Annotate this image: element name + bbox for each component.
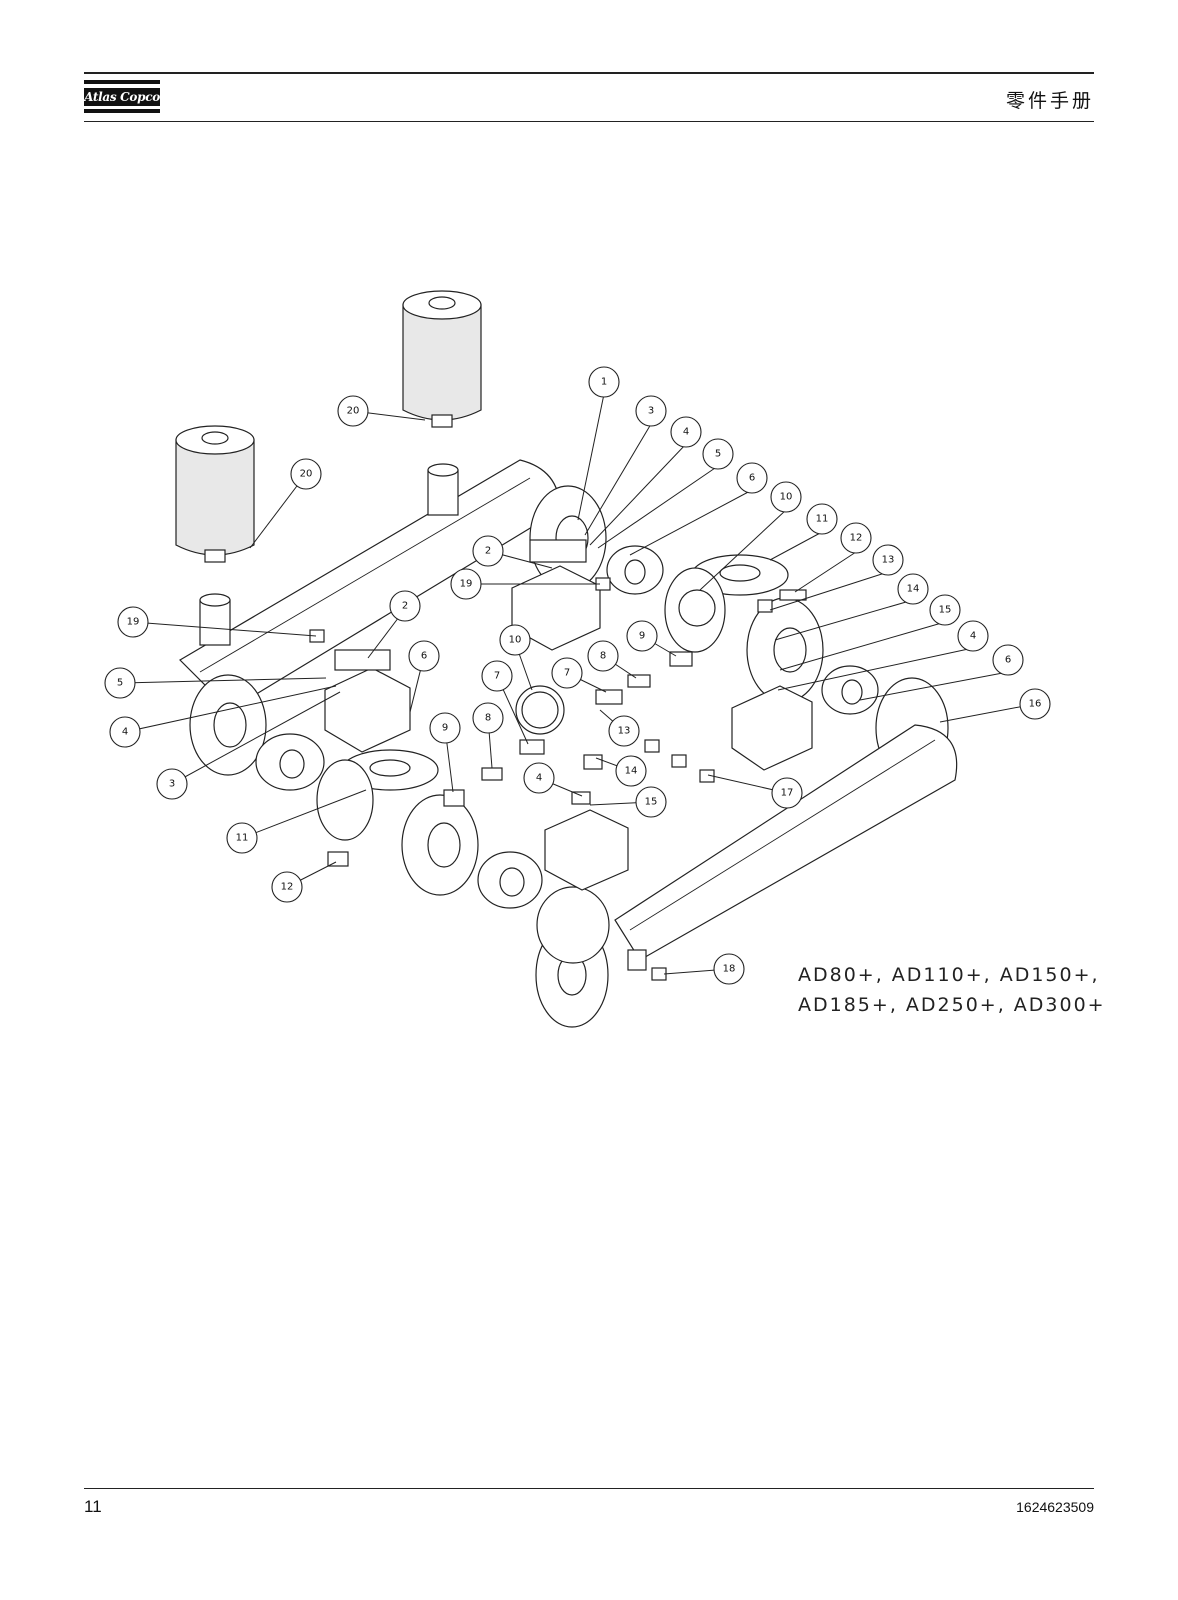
callout-5b: 5 — [104, 667, 136, 699]
model-list: AD80+, AD110+, AD150+, AD185+, AD250+, A… — [798, 960, 1106, 1020]
callout-19b: 19 — [117, 606, 149, 638]
footer-rule — [84, 1488, 1094, 1489]
svg-text:7: 7 — [494, 671, 500, 682]
svg-text:4: 4 — [683, 427, 689, 438]
callout-11b: 11 — [226, 822, 258, 854]
callout-4c: 4 — [109, 716, 141, 748]
callout-20b: 20 — [290, 458, 322, 490]
callout-10: 10 — [770, 481, 802, 513]
svg-text:19: 19 — [127, 617, 140, 628]
callout-11: 11 — [806, 503, 838, 535]
callout-20: 20 — [337, 395, 369, 427]
svg-text:2: 2 — [485, 546, 491, 557]
callout-6c: 6 — [408, 640, 440, 672]
svg-text:9: 9 — [442, 723, 448, 734]
callout-3b: 3 — [156, 768, 188, 800]
callout-4b: 4 — [957, 620, 989, 652]
svg-text:20: 20 — [300, 469, 313, 480]
svg-text:3: 3 — [648, 406, 654, 417]
callout-2b: 2 — [389, 590, 421, 622]
svg-text:10: 10 — [780, 492, 793, 503]
page-number: 11 — [84, 1497, 102, 1516]
document-title: 零件手册 — [1005, 90, 1094, 112]
callout-group: 1 3 4 5 6 10 11 12 13 14 15 4 6 16 2 19 … — [104, 366, 1051, 985]
callout-9: 9 — [626, 620, 658, 652]
callout-14: 14 — [897, 573, 929, 605]
callout-9b: 9 — [429, 712, 461, 744]
svg-text:15: 15 — [939, 605, 952, 616]
svg-text:11: 11 — [236, 833, 249, 844]
svg-text:20: 20 — [347, 406, 360, 417]
svg-text:4: 4 — [970, 631, 976, 642]
svg-text:10: 10 — [509, 635, 522, 646]
svg-text:2: 2 — [402, 601, 408, 612]
callout-3: 3 — [635, 395, 667, 427]
callout-1: 1 — [588, 366, 620, 398]
callout-15b: 15 — [635, 786, 667, 818]
callout-17: 17 — [771, 777, 803, 809]
svg-text:16: 16 — [1029, 699, 1042, 710]
svg-text:9: 9 — [639, 631, 645, 642]
atlas-copco-logo: Atlas Copco — [84, 80, 160, 116]
svg-text:5: 5 — [117, 678, 123, 689]
logo-bar-top — [84, 80, 160, 84]
callout-2: 2 — [472, 535, 504, 567]
callout-6b: 6 — [992, 644, 1024, 676]
svg-text:3: 3 — [169, 779, 175, 790]
logo-text: Atlas Copco — [84, 88, 160, 106]
svg-text:4: 4 — [536, 773, 542, 784]
svg-text:17: 17 — [781, 788, 794, 799]
svg-text:12: 12 — [281, 882, 294, 893]
svg-text:14: 14 — [907, 584, 920, 595]
callout-18: 18 — [713, 953, 745, 985]
header-top-rule — [84, 72, 1094, 74]
svg-text:8: 8 — [600, 651, 606, 662]
svg-text:8: 8 — [485, 713, 491, 724]
svg-text:1: 1 — [601, 377, 607, 388]
svg-text:6: 6 — [1005, 655, 1011, 666]
document-number: 1624623509 — [1016, 1499, 1094, 1515]
svg-text:4: 4 — [122, 727, 128, 738]
callout-13: 13 — [872, 544, 904, 576]
logo-bar-bottom — [84, 109, 160, 113]
svg-text:6: 6 — [421, 651, 427, 662]
callout-6: 6 — [736, 462, 768, 494]
svg-text:11: 11 — [816, 514, 829, 525]
svg-text:18: 18 — [723, 964, 736, 975]
svg-text:5: 5 — [715, 449, 721, 460]
callout-15: 15 — [929, 594, 961, 626]
callout-10b: 10 — [499, 624, 531, 656]
svg-text:6: 6 — [749, 473, 755, 484]
svg-text:19: 19 — [460, 579, 473, 590]
callout-12b: 12 — [271, 871, 303, 903]
callout-8: 8 — [587, 640, 619, 672]
callout-12: 12 — [840, 522, 872, 554]
callout-13b: 13 — [608, 715, 640, 747]
callout-7: 7 — [551, 657, 583, 689]
svg-text:15: 15 — [645, 797, 658, 808]
svg-text:14: 14 — [625, 766, 638, 777]
svg-text:13: 13 — [882, 555, 895, 566]
callout-4d: 4 — [523, 762, 555, 794]
callout-8b: 8 — [472, 702, 504, 734]
svg-text:13: 13 — [618, 726, 631, 737]
callout-4: 4 — [670, 416, 702, 448]
callout-16: 16 — [1019, 688, 1051, 720]
model-line-1: AD80+, AD110+, AD150+, — [798, 964, 1100, 986]
header-bottom-rule — [84, 121, 1094, 122]
svg-text:7: 7 — [564, 668, 570, 679]
callout-14b: 14 — [615, 755, 647, 787]
callout-19: 19 — [450, 568, 482, 600]
model-line-2: AD185+, AD250+, AD300+ — [798, 994, 1106, 1016]
parts-drawing — [175, 290, 958, 1028]
callout-7b: 7 — [481, 660, 513, 692]
svg-text:12: 12 — [850, 533, 863, 544]
callout-5: 5 — [702, 438, 734, 470]
